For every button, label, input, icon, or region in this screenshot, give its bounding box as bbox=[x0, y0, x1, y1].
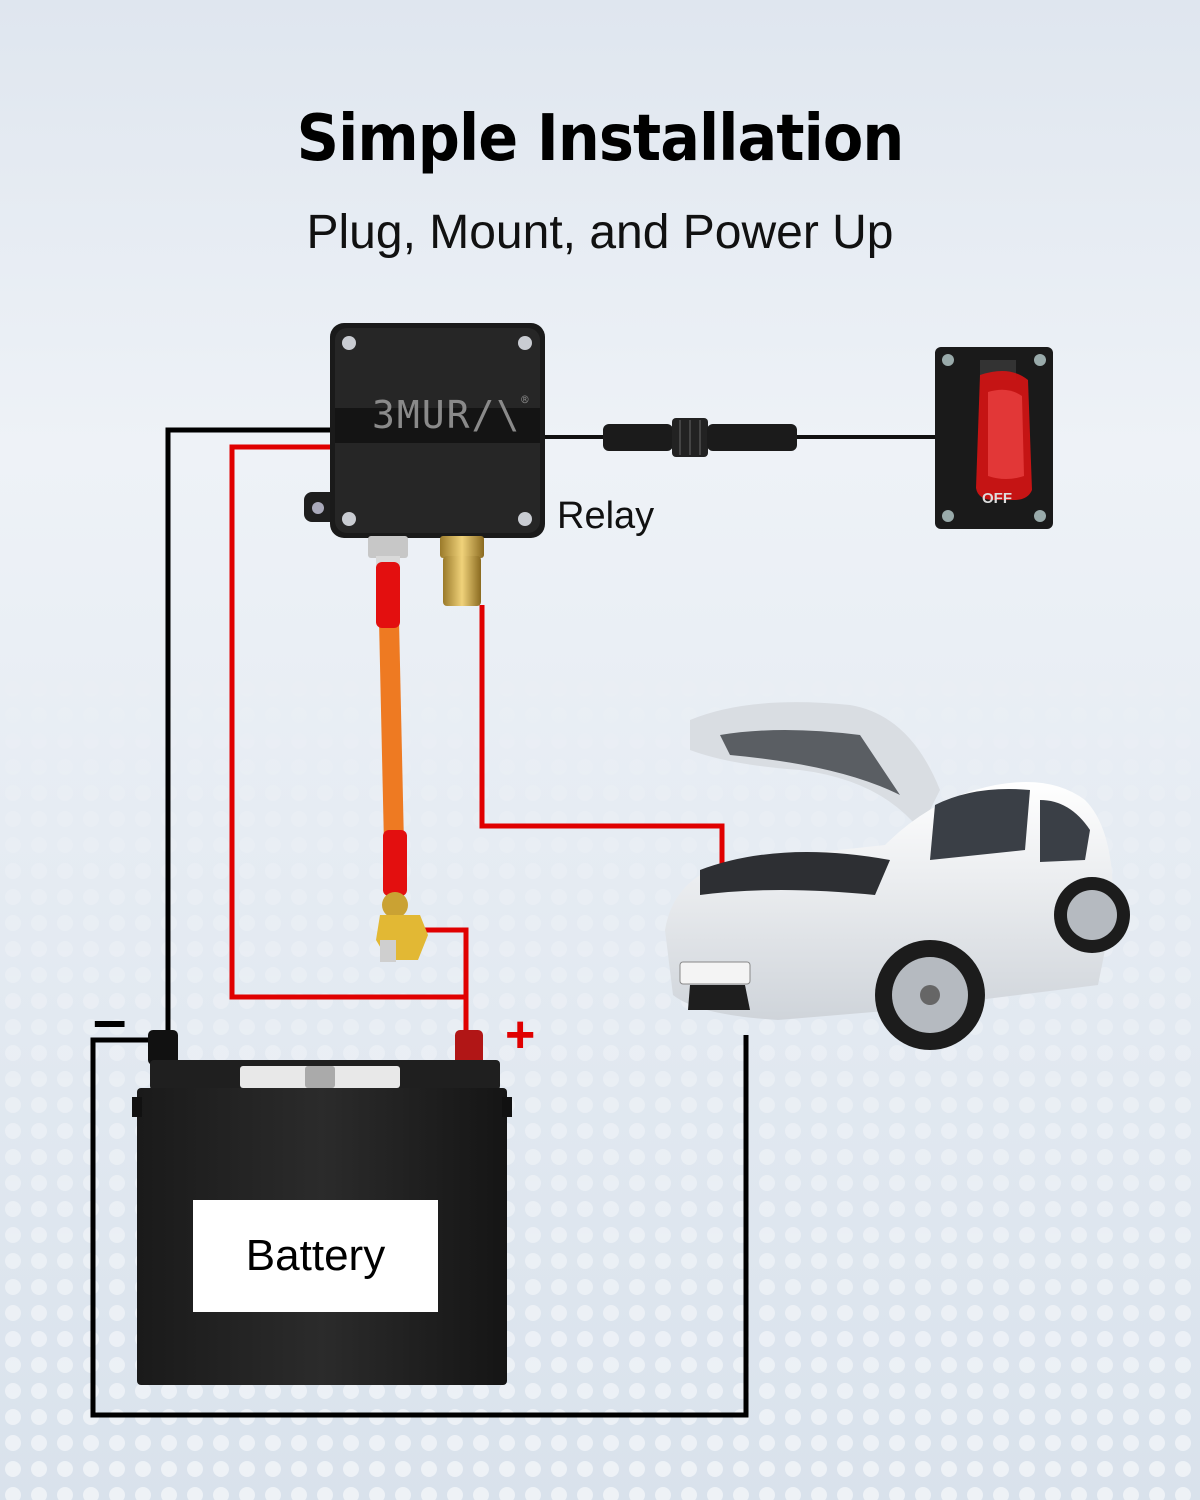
battery-clamp bbox=[376, 892, 428, 962]
battery-label-text: Battery bbox=[245, 1231, 386, 1280]
battery-label: Battery bbox=[193, 1200, 438, 1312]
relay-label: Relay bbox=[557, 495, 655, 537]
negative-terminal-symbol: – bbox=[93, 986, 127, 1053]
positive-terminal-symbol: + bbox=[505, 1006, 536, 1064]
positive-wire-relay bbox=[229, 444, 469, 1030]
relay-brand-text: ЗMUR/\ bbox=[372, 393, 522, 437]
positive-wire-car bbox=[479, 605, 725, 880]
connector-plug bbox=[603, 418, 797, 457]
red-sleeve-top bbox=[376, 562, 400, 628]
red-sleeve-bottom bbox=[383, 830, 407, 896]
negative-wire-left bbox=[165, 427, 330, 1040]
relay-terminal-brass bbox=[440, 536, 484, 606]
page-title: Simple Installation bbox=[296, 102, 905, 176]
car-illustration bbox=[665, 702, 1130, 1050]
relay-brand-logo: ЗMUR/\® bbox=[372, 393, 528, 437]
switch-off-label: OFF bbox=[982, 490, 1012, 507]
relay-box bbox=[304, 323, 545, 538]
registered-mark: ® bbox=[521, 393, 531, 407]
toggle-switch bbox=[935, 347, 1053, 529]
negative-wire-bottom bbox=[90, 1035, 749, 1418]
page-subtitle: Plug, Mount, and Power Up bbox=[306, 206, 894, 259]
